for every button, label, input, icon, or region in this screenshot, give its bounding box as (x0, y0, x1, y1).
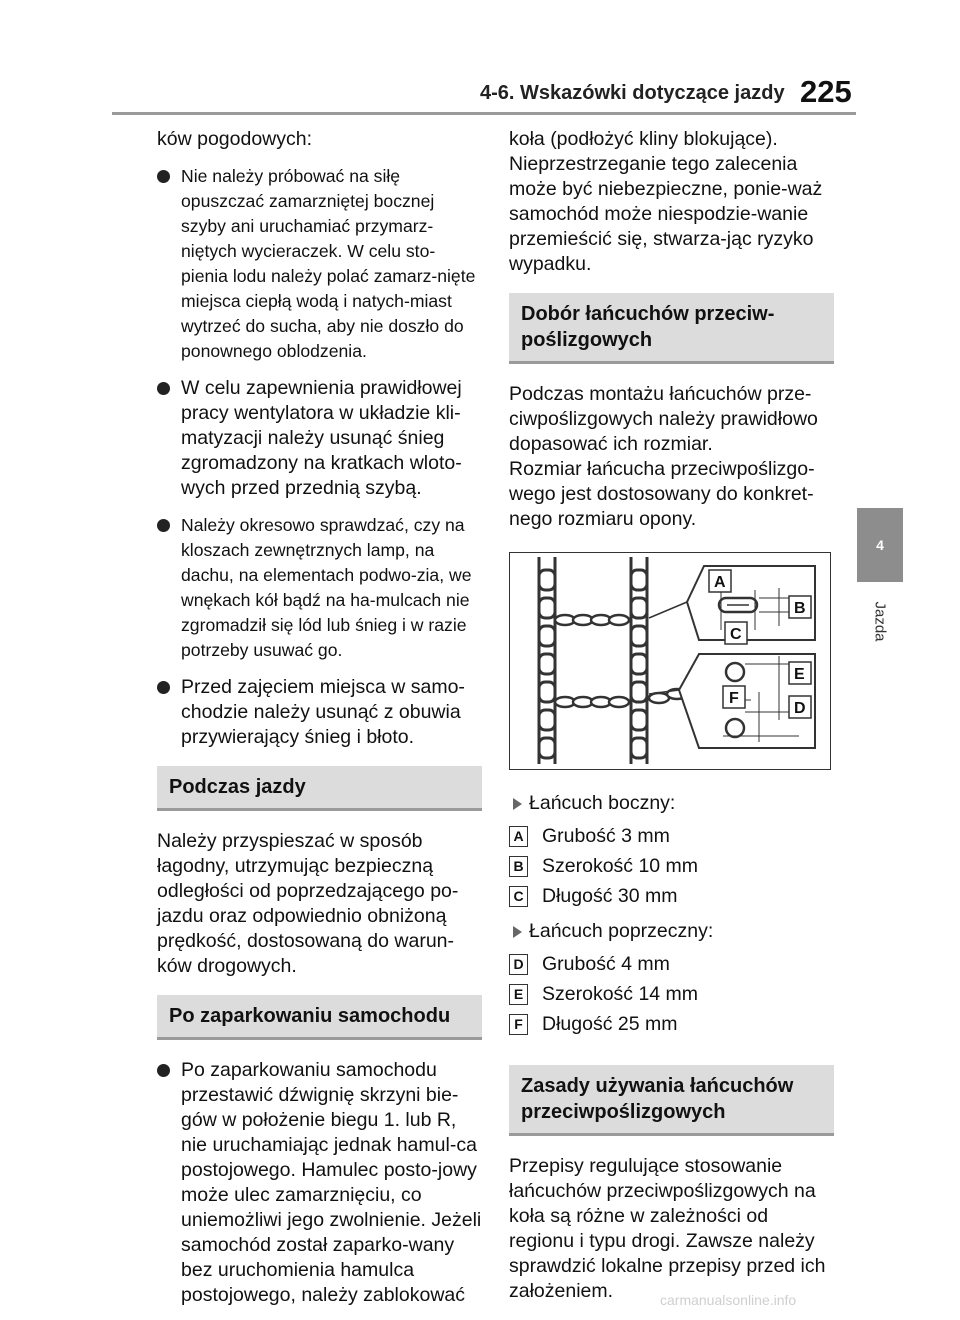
spec-row: A Grubość 3 mm (509, 821, 834, 851)
diagram-label-e: E (794, 666, 805, 683)
bullet-item: W celu zapewnienia prawidłowej pracy wen… (157, 376, 482, 501)
diagram-label-d: D (794, 700, 806, 717)
spec-row: E Szerokość 14 mm (509, 979, 834, 1009)
spec-letter-box: F (509, 1013, 528, 1035)
bullet-dot-icon (157, 382, 170, 395)
diagram-label-a: A (714, 574, 726, 591)
intro-text: ków pogodowych: (157, 128, 313, 150)
bullet-text: Należy okresowo sprawdzać, czy na klosza… (181, 515, 472, 660)
spec-letter-box: B (509, 855, 528, 877)
spec-text: Szerokość 10 mm (542, 854, 699, 877)
continuation-text: koła (podłożyć kliny blokujące). Nieprze… (509, 128, 823, 275)
spec-letter-box: A (509, 825, 528, 847)
bullet-dot-icon (157, 681, 170, 694)
chain-rules-text: Przepisy regulujące stosowanie łańcuchów… (509, 1155, 826, 1302)
triangle-marker-icon (513, 926, 522, 938)
bullet-item: Nie należy próbować na siłę opuszczać za… (157, 164, 482, 364)
chapter-number: 4 (876, 537, 884, 553)
bullet-dot-icon (157, 519, 170, 532)
chain-selection-text: Podczas montażu łańcuchów prze-ciwpośliz… (509, 383, 818, 455)
left-column: ków pogodowych: Nie należy próbować na s… (157, 127, 482, 1320)
section-heading-chain-selection: Dobór łańcuchów przeciw-poślizgowych (509, 293, 834, 364)
label-box-f (722, 685, 746, 709)
pointer-line-bottom (648, 689, 680, 695)
chapter-label-wrapper: Jazda (857, 596, 903, 646)
spec-text: Grubość 4 mm (542, 952, 670, 975)
diagram-label-b: B (794, 600, 806, 617)
spec-letter-box: D (509, 953, 528, 975)
vertical-chain-right (629, 557, 649, 764)
vertical-chain-left (537, 557, 557, 764)
spec-letter-box: E (509, 983, 528, 1005)
section-heading-chain-rules: Zasady używania łańcuchów przeciwpoślizg… (509, 1065, 834, 1136)
chain-diagram-svg: A B C E F D (509, 552, 831, 770)
spec-row: B Szerokość 10 mm (509, 851, 834, 881)
triangle-marker-icon (513, 798, 522, 810)
cross-chain-heading: Łańcuch poprzeczny: (509, 919, 834, 944)
bullet-dot-icon (157, 170, 170, 183)
spec-text: Grubość 3 mm (542, 824, 670, 847)
bullet-text: Przed zajęciem miejsca w samo-chodzie na… (181, 676, 465, 748)
cross-chain-title: Łańcuch poprzeczny: (529, 920, 714, 942)
driving-text: Należy przyspieszać w sposób łagodny, ut… (157, 830, 459, 977)
callout-cross-chain (677, 653, 816, 749)
footer-watermark: carmanualsonline.info (660, 1292, 797, 1308)
cross-link-drawing-top (724, 661, 746, 683)
chapter-label: Jazda (871, 600, 889, 642)
bullet-item: Należy okresowo sprawdzać, czy na klosza… (157, 513, 482, 663)
spec-text: Długość 30 mm (542, 884, 678, 907)
bullet-text: Nie należy próbować na siłę opuszczać za… (181, 166, 476, 361)
label-box-a (708, 569, 732, 593)
running-header: 4-6. Wskazówki dotyczące jazdy (480, 82, 785, 104)
spec-row: D Grubość 4 mm (509, 949, 834, 979)
label-box-b (788, 595, 812, 619)
cross-chain-top (553, 613, 631, 627)
label-box-e (788, 661, 812, 685)
spec-letter-box: C (509, 885, 528, 907)
section-heading-parking: Po zaparkowaniu samochodu (157, 995, 482, 1040)
section-heading-driving: Podczas jazdy (157, 766, 482, 811)
bullet-item: Przed zajęciem miejsca w samo-chodzie na… (157, 675, 482, 750)
right-column: koła (podłożyć kliny blokujące). Nieprze… (509, 127, 834, 1304)
bullet-item: Po zaparkowaniu samochodu przestawić dźw… (157, 1058, 482, 1308)
side-chain-heading: Łańcuch boczny: (509, 791, 834, 816)
bullet-text: Po zaparkowaniu samochodu przestawić dźw… (181, 1059, 482, 1306)
header-rule (112, 112, 856, 115)
chain-size-text: Rozmiar łańcucha przeciwpoślizgo-wego je… (509, 458, 815, 530)
diagram-label-f: F (729, 690, 739, 707)
pointer-line-top (648, 601, 688, 619)
page-number: 225 (800, 74, 852, 109)
chain-diagram: A B C E F D (509, 552, 834, 777)
chapter-tab: 4 (857, 508, 903, 582)
diagram-label-c: C (730, 626, 742, 643)
spec-text: Długość 25 mm (542, 1012, 678, 1035)
spec-row: F Długość 25 mm (509, 1009, 834, 1039)
label-box-c (724, 621, 748, 645)
bullet-text: W celu zapewnienia prawidłowej pracy wen… (181, 377, 462, 499)
label-box-d (788, 695, 812, 719)
spec-row: C Długość 30 mm (509, 881, 834, 911)
side-chain-title: Łańcuch boczny: (529, 792, 676, 814)
cross-link-drawing-bottom (724, 717, 746, 739)
spec-text: Szerokość 14 mm (542, 982, 699, 1005)
bullet-dot-icon (157, 1064, 170, 1077)
